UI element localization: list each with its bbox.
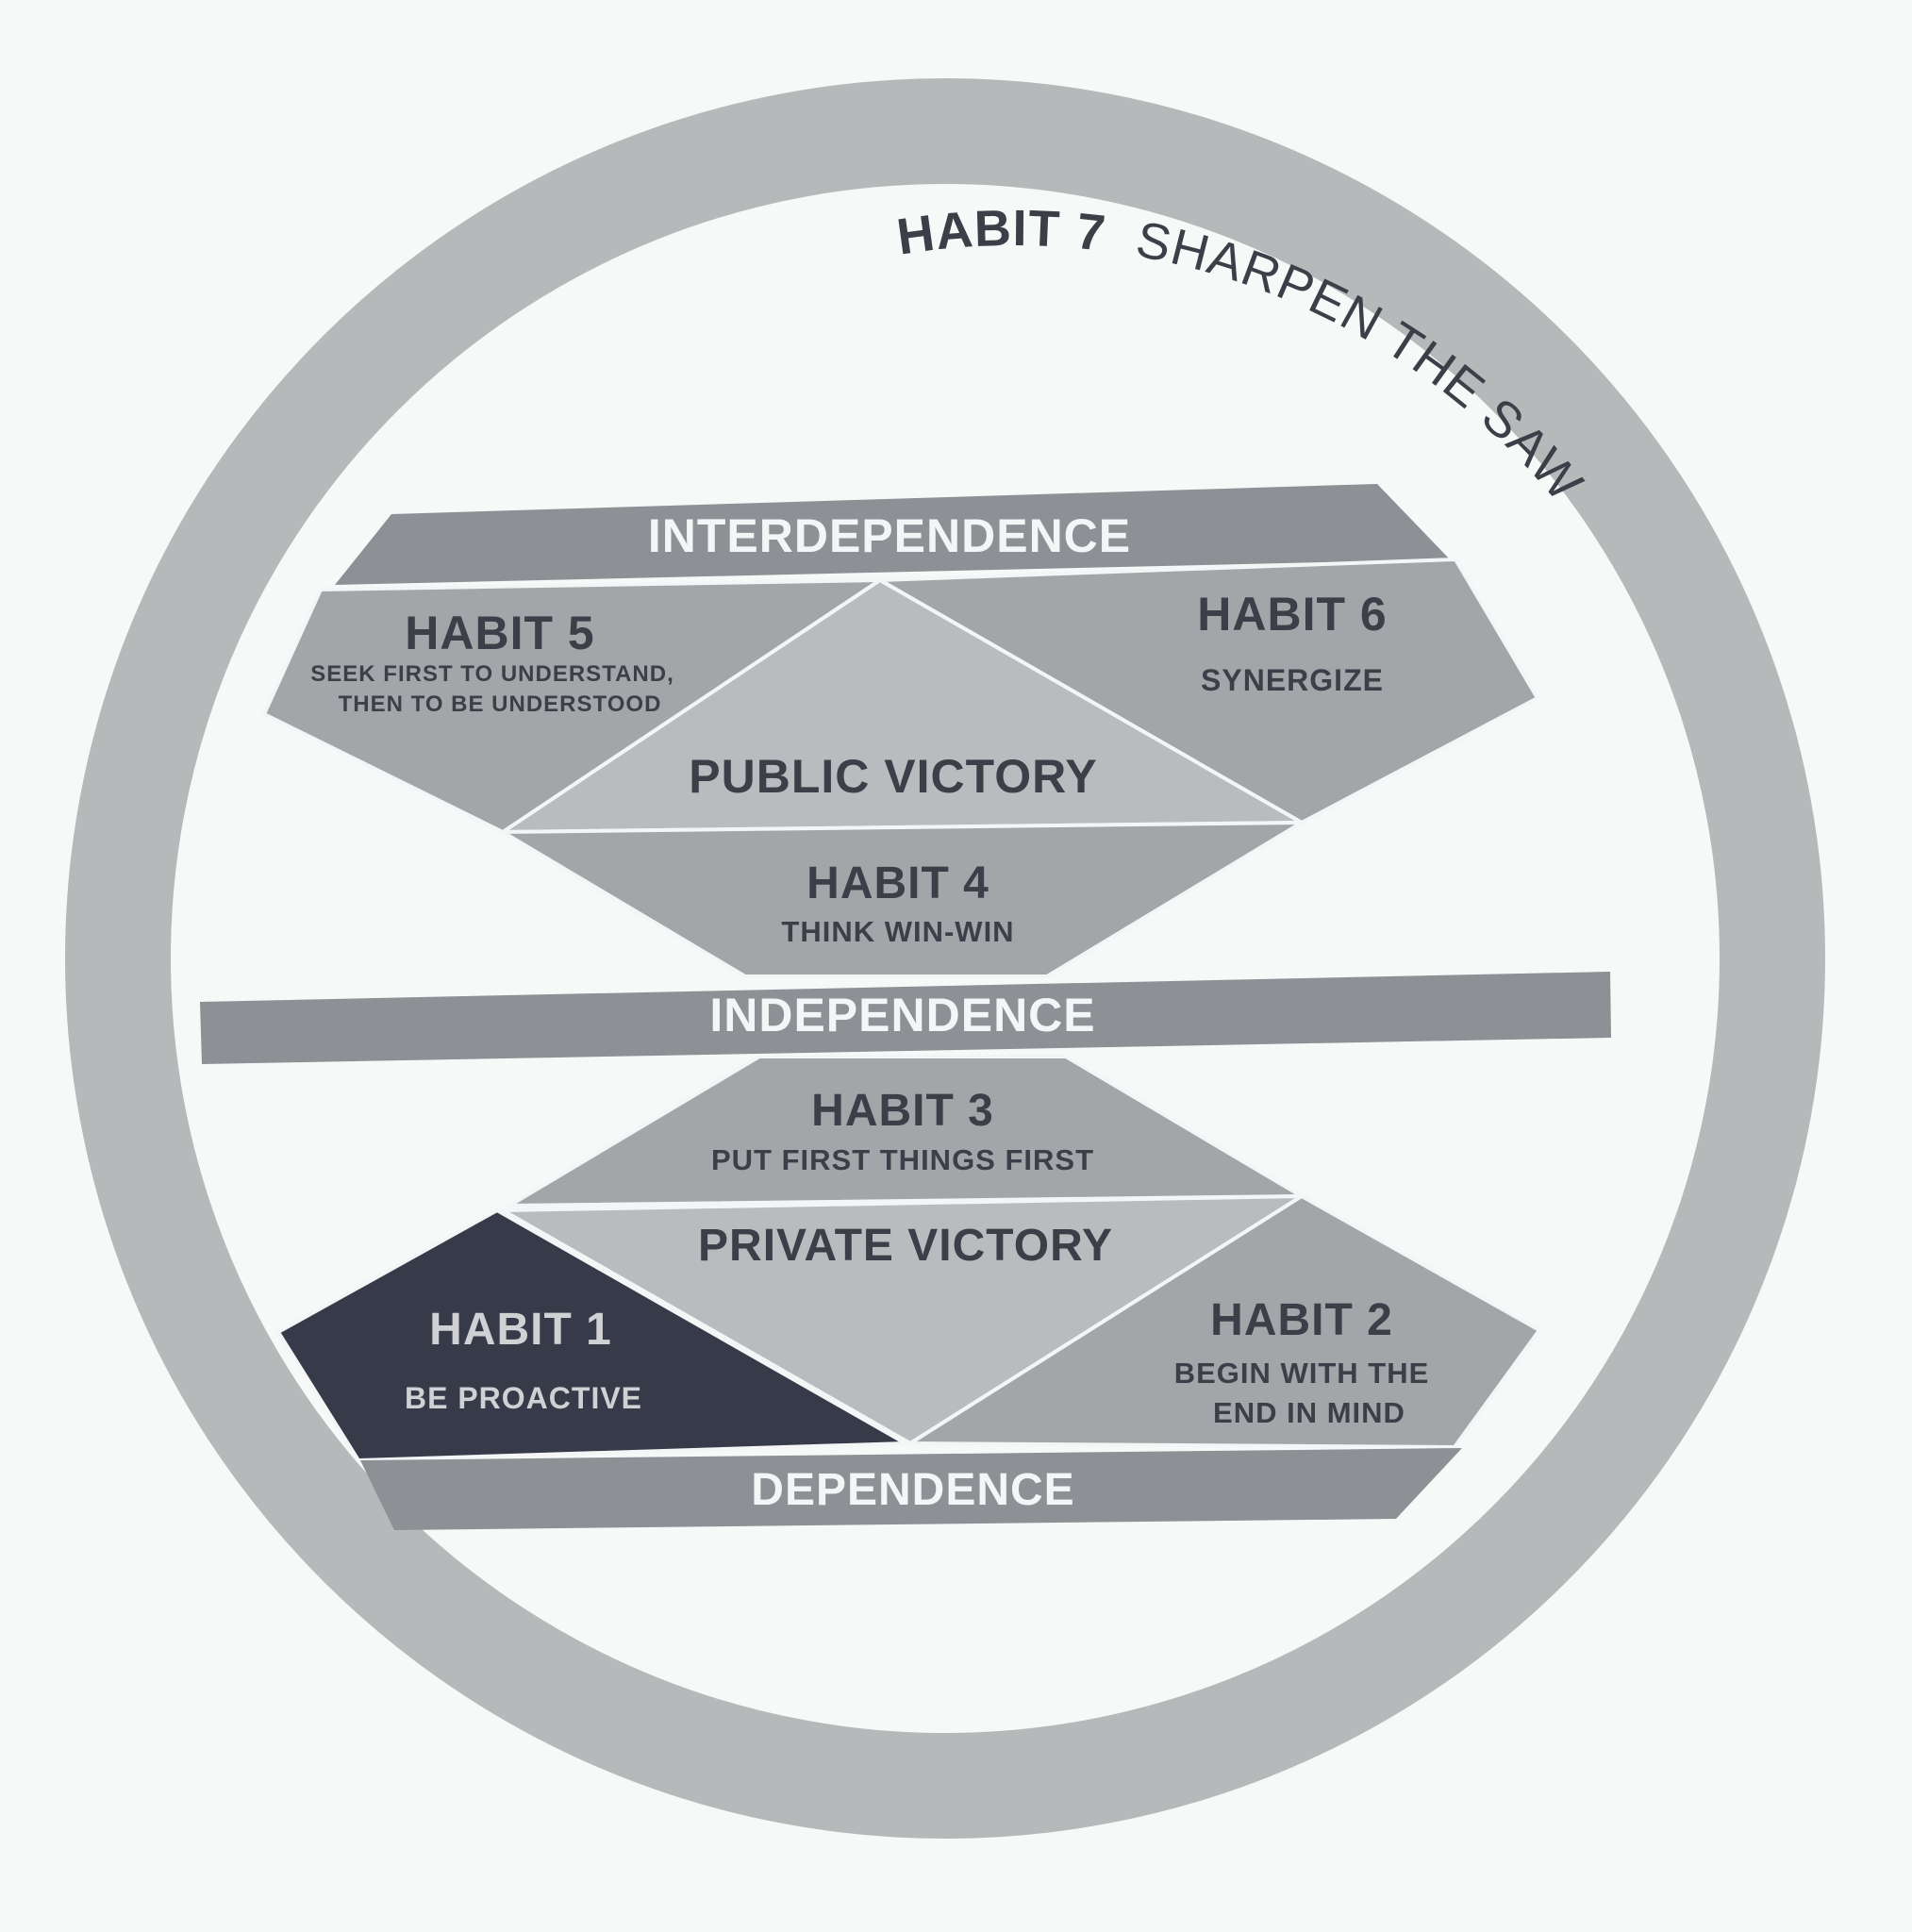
habit4-title: HABIT 4 [806,858,989,908]
habit2-title: HABIT 2 [1210,1295,1393,1345]
interdependence-band [335,484,1450,585]
habit4-subtitle: THINK WIN-WIN [781,915,1014,948]
habit1-subtitle: BE PROACTIVE [405,1381,642,1415]
habit5-subtitle-line2: THEN TO BE UNDERSTOOD [339,691,662,717]
habit1-segment [275,1208,913,1463]
habit3-title: HABIT 3 [811,1086,994,1136]
interdependence-label: INTERDEPENDENCE [648,509,1131,562]
habit5-subtitle-line1: SEEK FIRST TO UNDERSTAND, [310,661,673,687]
habit2-subtitle-line1: BEGIN WITH THE [1174,1357,1430,1390]
habit3-subtitle: PUT FIRST THINGS FIRST [711,1143,1094,1176]
habit1-title: HABIT 1 [429,1305,612,1355]
habit5-title: HABIT 5 [405,607,594,659]
habit6-title: HABIT 6 [1197,588,1387,641]
habit2-segment [904,1193,1542,1450]
habit2-subtitle-line2: END IN MIND [1213,1396,1405,1429]
habit7-title: HABIT 7 [893,200,1108,266]
habit4-segment [495,820,1309,978]
dependence-band [360,1448,1462,1530]
private-victory-label: PRIVATE VICTORY [698,1221,1113,1271]
habit6-subtitle: SYNERGIZE [1201,663,1384,697]
independence-band [200,972,1611,1064]
dependence-label: DEPENDENCE [751,1465,1074,1515]
habit7-ring [65,78,1825,1839]
public-victory-label: PUBLIC VICTORY [689,750,1097,803]
independence-label: INDEPENDENCE [709,989,1095,1041]
